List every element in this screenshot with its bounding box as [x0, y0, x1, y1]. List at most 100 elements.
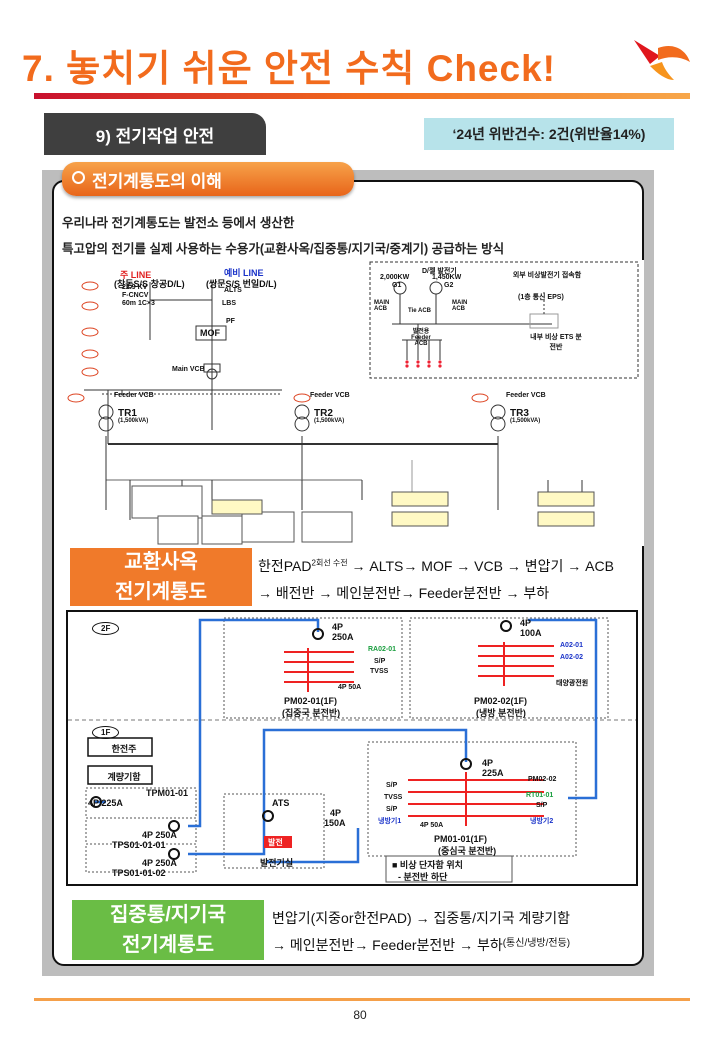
page-number: 80: [353, 1008, 367, 1022]
generator-2-kw: 1,450KW: [432, 274, 462, 281]
pm0201-sp: S/P: [374, 658, 386, 665]
central-office-drawing: [68, 617, 636, 883]
pm0101-rating: 225A: [482, 768, 504, 778]
tps1-label: TPS01-01-01: [112, 840, 166, 850]
central-office-flow-loads: (통신/냉방/전등): [502, 938, 571, 949]
section-label: 9) 전기작업 안전: [44, 113, 266, 155]
pm0101-breaker: 4P: [482, 758, 494, 768]
subtopic-tab: 전기계통도의 이해: [62, 162, 354, 196]
legend-panel-bottom: - 분전반 하단: [398, 872, 448, 882]
feeder-vcb-label-1: Feeder VCB: [114, 392, 154, 399]
pm0101-sp-left: S/P: [386, 782, 398, 789]
title-underline: [34, 93, 690, 99]
internal-ets-panel: 내부 비상 ETS 분전반: [530, 334, 582, 351]
transformer-tr2: TR2: [314, 408, 333, 419]
floor-2-label: 2F: [92, 622, 120, 635]
exchange-label-line2: 전기계통도: [115, 581, 207, 603]
cncv-size-label: 60m 1C×3: [122, 300, 155, 307]
pm0101-sub-breaker: 4P 50A: [420, 822, 444, 829]
pf-label: PF: [226, 318, 235, 325]
tr2-spec: (1,500kVA): [314, 418, 345, 424]
violation-count-badge: ‘24년 위반건수: 2건(위반율14%): [424, 118, 674, 150]
transformer-tr1: TR1: [118, 408, 137, 419]
pm0201-desc: (집중국 분전반): [282, 708, 341, 718]
alts-label: ALTS: [224, 287, 242, 294]
pm0202-solar: 태양광전원: [556, 680, 589, 687]
pm0201-name: PM02-01(1F): [284, 696, 338, 706]
main-vcb-label: Main VCB: [172, 366, 205, 373]
pm0101-ac2: 냉방기2: [530, 818, 554, 825]
generator-g2: G2: [444, 282, 454, 289]
exchange-flow-line2: → 배전반 → 메인분전반→ Feeder분전반 → 부하: [258, 585, 550, 601]
feeder-vcb-label-3: Feeder VCB: [506, 392, 546, 399]
exchange-flow-note: 2회선 수전: [311, 558, 348, 568]
pm0202-circuit-2: A02-02: [560, 654, 583, 661]
tr3-spec: (1,500kVA): [510, 418, 541, 424]
spare-line-label: 예비 LINE: [224, 268, 264, 278]
exchange-flow-line1: 한전PAD2회선 수전 → ALTS→ MOF → VCB → 변압기 → AC…: [258, 556, 614, 576]
lbs-label: LBS: [222, 300, 236, 307]
main-acb-2: MAIN ACB: [452, 300, 468, 312]
brand-logo: [634, 40, 690, 80]
generator-tag: 발전: [268, 838, 283, 847]
tie-acb-label: Tie ACB: [408, 308, 432, 314]
generator-1-kw: 2,000KW: [380, 274, 410, 281]
main-line-label: 주 LINE: [120, 270, 152, 280]
tps2-label: TPS01-01-02: [112, 868, 166, 878]
floor-1-label: 1F: [92, 726, 120, 739]
tpm-label: TPM01-01: [146, 788, 189, 798]
transformer-tr3: TR3: [510, 408, 529, 419]
legend-emergency-box: ■ 비상 단자함 위치: [392, 860, 463, 870]
pm0201-circuit: RA02-01: [368, 646, 397, 653]
cncv-label: F-CNCV: [122, 292, 149, 299]
central-office-diagram: 2F 1F 4P 250A RA02-01 S/P TVSS 4P 50A PM…: [66, 610, 638, 886]
mof-label: MOF: [200, 328, 220, 338]
check-circle-icon: [72, 171, 85, 184]
pm0201-sub-breaker: 4P 50A: [338, 684, 362, 691]
pm0101-feeder-pm0202: PM02-02: [528, 776, 557, 783]
exchange-flow-rest: → ALTS→ MOF → VCB → 변압기 → ACB: [351, 558, 614, 574]
exchange-flow-start: 한전PAD: [258, 558, 312, 574]
pm0202-desc: (냉방 분전반): [476, 708, 526, 718]
external-generator-box: 외부 비상발전기 접속함: [512, 272, 582, 279]
intro-line-2: 특고압의 전기를 실제 사용하는 수용가(교환사옥/집중통/지기국/중계기) 공…: [62, 242, 505, 256]
pm0101-ac1: 냉방기1: [378, 818, 402, 825]
single-line-drawing: [67, 261, 639, 545]
footer-rule: [34, 998, 690, 1001]
central-office-diagram-label: 집중통/지기국 전기계통도: [72, 900, 264, 960]
meter-box: 계량기함: [107, 772, 141, 782]
main-line-source: (창동S/S 창공D/L): [114, 279, 185, 289]
pm0101-desc: (중심국 분전반): [438, 846, 497, 856]
pm0101-sp-right: S/P: [536, 802, 548, 809]
tps2-breaker: 4P 250A: [142, 858, 177, 868]
ats-rating: 150A: [324, 818, 346, 828]
central-office-label-line1: 집중통/지기국: [110, 904, 226, 926]
external-generator-location: (1층 통신 EPS): [518, 294, 564, 301]
pm0201-tvss: TVSS: [370, 668, 389, 675]
pm0202-name: PM02-02(1F): [474, 696, 528, 706]
pm0202-rating: 100A: [520, 628, 542, 638]
pm0201-rating: 250A: [332, 632, 354, 642]
page-title: 7. 놓치기 쉬운 안전 수칙 Check!: [22, 48, 556, 89]
central-office-flow-line2: → 메인분전반→ Feeder분전반 → 부하(통신/냉방/전등): [272, 934, 570, 955]
tpm-breaker: 4P 225A: [88, 798, 123, 808]
pm0101-name: PM01-01(1F): [434, 834, 488, 844]
intro-line-1: 우리나라 전기계통도는 발전소 등에서 생산한: [62, 216, 295, 230]
pm0202-breaker: 4P: [520, 618, 532, 628]
exchange-label-line1: 교환사옥: [124, 551, 198, 573]
feeder-vcb-label-2: Feeder VCB: [310, 392, 350, 399]
feeder-acb-label: 발전용 Feeder ACB: [411, 329, 431, 347]
ats-breaker: 4P: [330, 808, 342, 818]
voltage-label: 22.9 KV: [122, 284, 148, 291]
spare-line-source: (쌍문S/S 번일D/L): [206, 279, 277, 289]
central-office-label-line2: 전기계통도: [122, 934, 214, 956]
pm0202-circuit-1: A02-01: [560, 642, 583, 649]
exchange-single-line-diagram: 주 LINE (창동S/S 창공D/L) 예비 LINE (쌍문S/S 번일D/…: [62, 260, 644, 546]
tr1-spec: (1,500kVA): [118, 418, 149, 424]
generator-g1: G1: [392, 282, 402, 289]
pm0101-circuit-rt: RT01-01: [526, 792, 554, 799]
central-office-flow-line1: 변압기(지중or한전PAD) → 집중통/지기국 계량기함: [272, 910, 571, 926]
central-office-flow-main: → 메인분전반→ Feeder분전반 → 부하: [272, 937, 503, 953]
tps1-breaker: 4P 250A: [142, 830, 177, 840]
pm0101-sp-left-2: S/P: [386, 806, 398, 813]
